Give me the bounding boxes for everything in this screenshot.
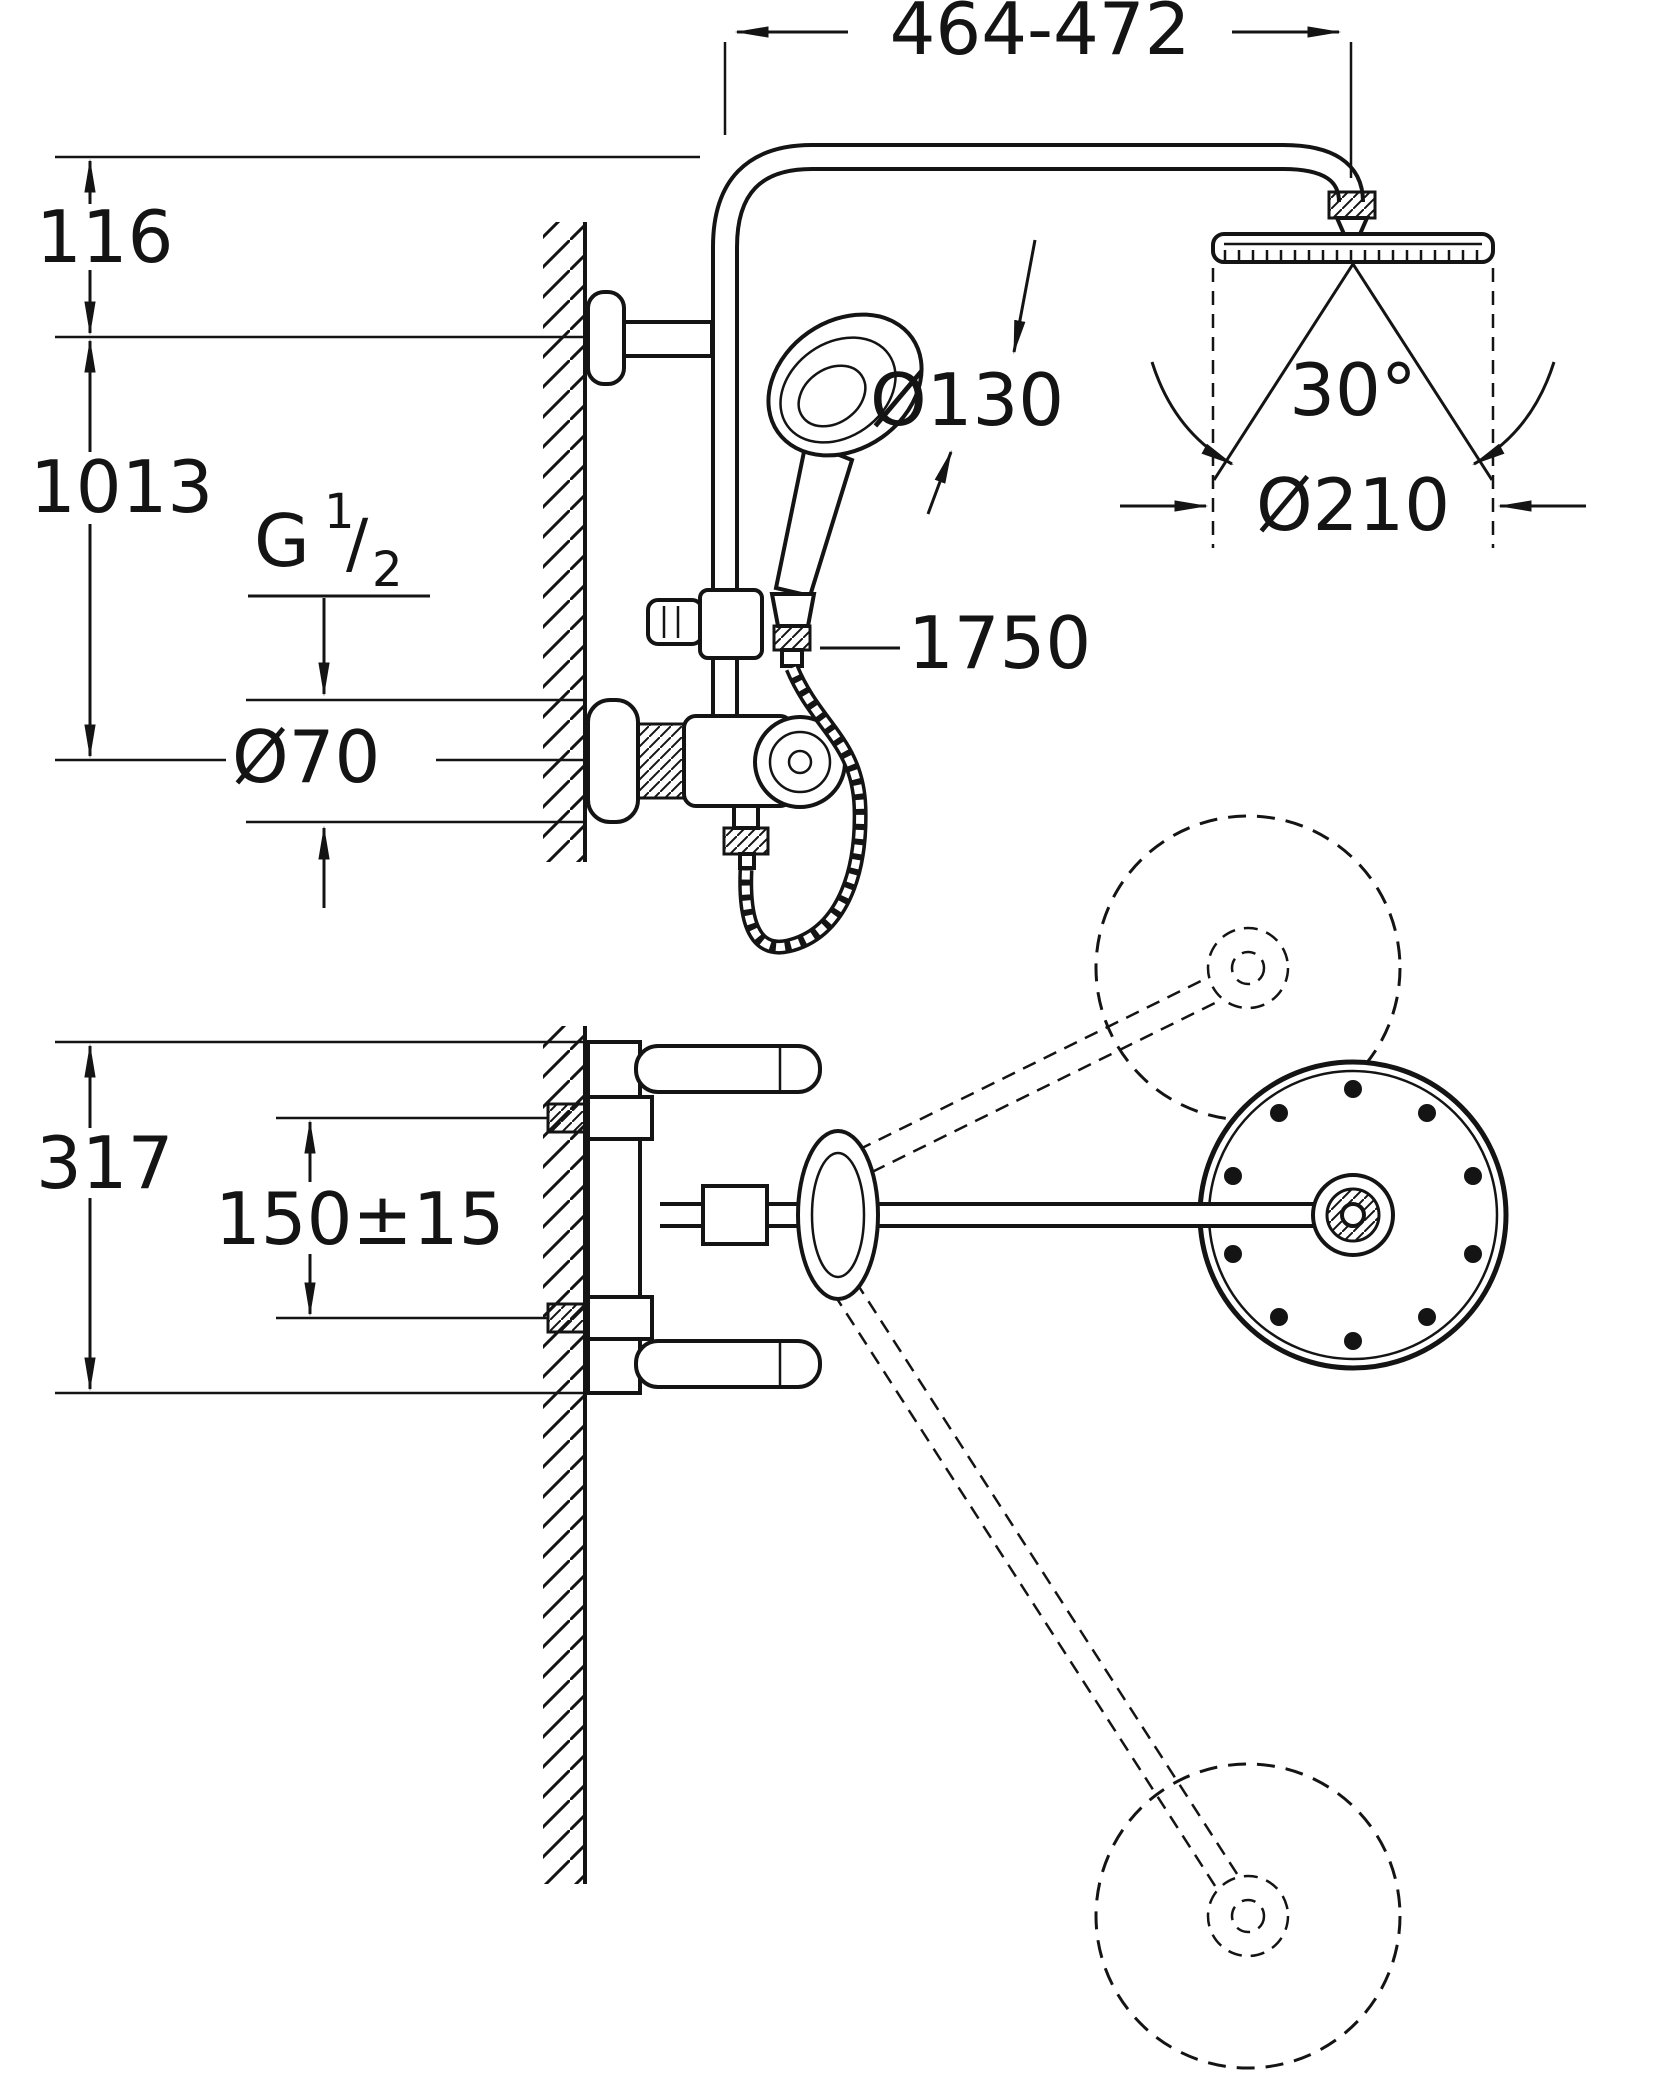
dimension-top-offset: 116 (36, 155, 700, 339)
supply-connection-top (586, 1095, 654, 1141)
dim-supply-spacing-label: 150±15 (215, 1177, 504, 1261)
wall-escutcheon (586, 698, 640, 824)
dimension-body-width: 317 (36, 1040, 586, 1395)
knob-top (634, 1044, 822, 1094)
hose-outlet (732, 804, 760, 830)
arm-escutcheon (796, 1129, 880, 1301)
dim-head-tilt-label: 30° (1289, 348, 1417, 432)
thermostat-plan (546, 1040, 880, 1395)
head-union-nut (1327, 190, 1377, 220)
thermostat-valve (586, 698, 847, 870)
shower-riser-pipe (711, 143, 1365, 718)
union-nut (636, 722, 686, 800)
arm-base-block (701, 1184, 769, 1246)
knob-bottom (634, 1339, 822, 1389)
dimension-supply-spacing: 150±15 (215, 1116, 548, 1320)
dim-hand-shower-label: Ø130 (870, 358, 1064, 442)
dimension-head-diameter: Ø210 (1120, 268, 1586, 548)
dim-riser-height-label: 1013 (30, 445, 213, 529)
dimensions-plan-view: 317 150±15 (36, 1040, 586, 1395)
hand-shower-handle (773, 439, 855, 599)
dim-escutcheon-label: Ø70 (232, 715, 380, 799)
plan-view (543, 814, 1509, 2070)
arm-hub (1311, 1173, 1395, 1257)
dimension-riser-height: 1013 (30, 338, 585, 762)
thread-letter: G (254, 499, 310, 583)
dim-top-offset-label: 116 (36, 195, 173, 279)
slider-holder (646, 588, 764, 660)
dimensions-side-view: 464-472 116 1013 G 1 / 2 (30, 0, 1586, 908)
screw-holes (1224, 1080, 1482, 1350)
dimension-head-tilt: 30° (1150, 263, 1556, 481)
wall-section-side (543, 222, 587, 862)
supply-connection-bottom (586, 1295, 654, 1341)
dimension-hand-shower-diameter: Ø130 (870, 239, 1064, 515)
thread-numerator: 1 (324, 484, 355, 540)
dimension-escutcheon-diameter: Ø70 (232, 698, 586, 908)
dimension-hose-length: 1750 (820, 601, 1091, 685)
wall-section-plan (543, 1026, 587, 1884)
ball-joint (1333, 216, 1371, 236)
head-shower (1211, 190, 1495, 264)
hose-fitting (769, 592, 817, 628)
swivel-range-lower (832, 1281, 1402, 2070)
holder-knob (646, 598, 704, 646)
dim-body-width-label: 317 (36, 1121, 173, 1205)
dim-arm-reach-label: 464-472 (890, 0, 1191, 71)
hand-shower (766, 312, 924, 668)
thread-denominator: 2 (372, 542, 403, 598)
dim-hose-length-label: 1750 (908, 601, 1091, 685)
dim-head-diameter-label: Ø210 (1256, 463, 1450, 547)
dimension-arm-reach: 464-472 (723, 0, 1353, 178)
thread-slash: / (346, 505, 369, 582)
wall-bracket (586, 290, 714, 386)
side-view (543, 143, 1495, 955)
thread-size-label: G 1 / 2 (248, 484, 430, 697)
spray-face (1222, 250, 1484, 260)
shower-hose (738, 665, 868, 955)
